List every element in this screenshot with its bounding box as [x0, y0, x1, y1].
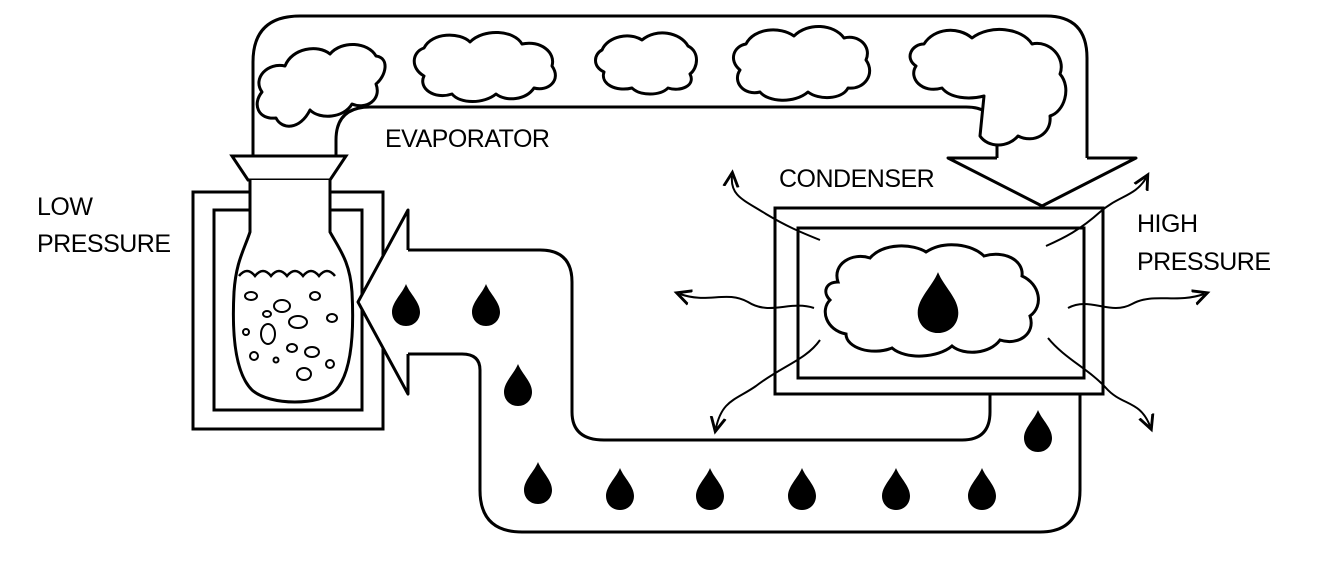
- boiling-bubbles: [242, 291, 338, 381]
- flow-arrow-to-condenser: [946, 156, 1138, 208]
- vapor-cloud: [412, 30, 557, 103]
- bubble: [325, 359, 335, 369]
- labels: EVAPORATOR CONDENSER LOW PRESSURE HIGH P…: [37, 125, 1271, 276]
- vapor-cloud: [255, 43, 387, 128]
- liquid-surface: [238, 269, 336, 278]
- heat-arrow: [1047, 337, 1150, 426]
- vapor-clouds: [255, 25, 1068, 147]
- droplet: [472, 284, 500, 326]
- bubble: [273, 299, 291, 313]
- droplet: [968, 468, 996, 510]
- heat-arrow: [716, 339, 821, 428]
- bubble: [242, 328, 250, 336]
- flask: [231, 180, 355, 404]
- high-pressure-label-line1: HIGH: [1137, 210, 1198, 238]
- bubble: [296, 367, 312, 381]
- vapor-cloud: [731, 25, 872, 102]
- funnel: [229, 154, 349, 182]
- bubble: [304, 346, 320, 358]
- bubble: [286, 343, 298, 353]
- heat-arrow: [680, 294, 815, 309]
- droplet: [788, 468, 816, 510]
- high-pressure-label-line2: PRESSURE: [1137, 248, 1271, 276]
- bubble: [309, 291, 321, 301]
- evaporator-label: EVAPORATOR: [385, 125, 549, 153]
- condenser-inner-box: [796, 226, 1086, 380]
- droplet: [696, 468, 724, 510]
- low-pressure-label-line2: PRESSURE: [37, 230, 171, 258]
- droplet: [1024, 410, 1052, 452]
- heat-arrow: [1067, 294, 1204, 309]
- droplet: [524, 462, 552, 504]
- flow-arrow-to-evaporator: [356, 208, 410, 396]
- droplet: [882, 468, 910, 510]
- bubble: [272, 356, 280, 364]
- bubble: [249, 351, 259, 361]
- heat-arrow: [732, 176, 821, 241]
- droplet: [504, 364, 532, 406]
- bubble: [260, 323, 276, 345]
- bubble: [326, 313, 338, 323]
- droplet: [606, 468, 634, 510]
- heat-arrow: [1045, 178, 1146, 247]
- vapor-cloud: [908, 27, 1068, 147]
- bubble: [262, 310, 272, 318]
- evaporator-unit: [191, 154, 385, 431]
- heat-release-arrows: [680, 176, 1204, 428]
- vapor-cloud: [594, 31, 698, 96]
- low-pressure-label-line1: LOW: [37, 193, 93, 221]
- bubble: [288, 315, 308, 329]
- liquid-pipe: [408, 248, 1082, 534]
- condenser-label: CONDENSER: [779, 165, 934, 193]
- bubble: [244, 291, 258, 301]
